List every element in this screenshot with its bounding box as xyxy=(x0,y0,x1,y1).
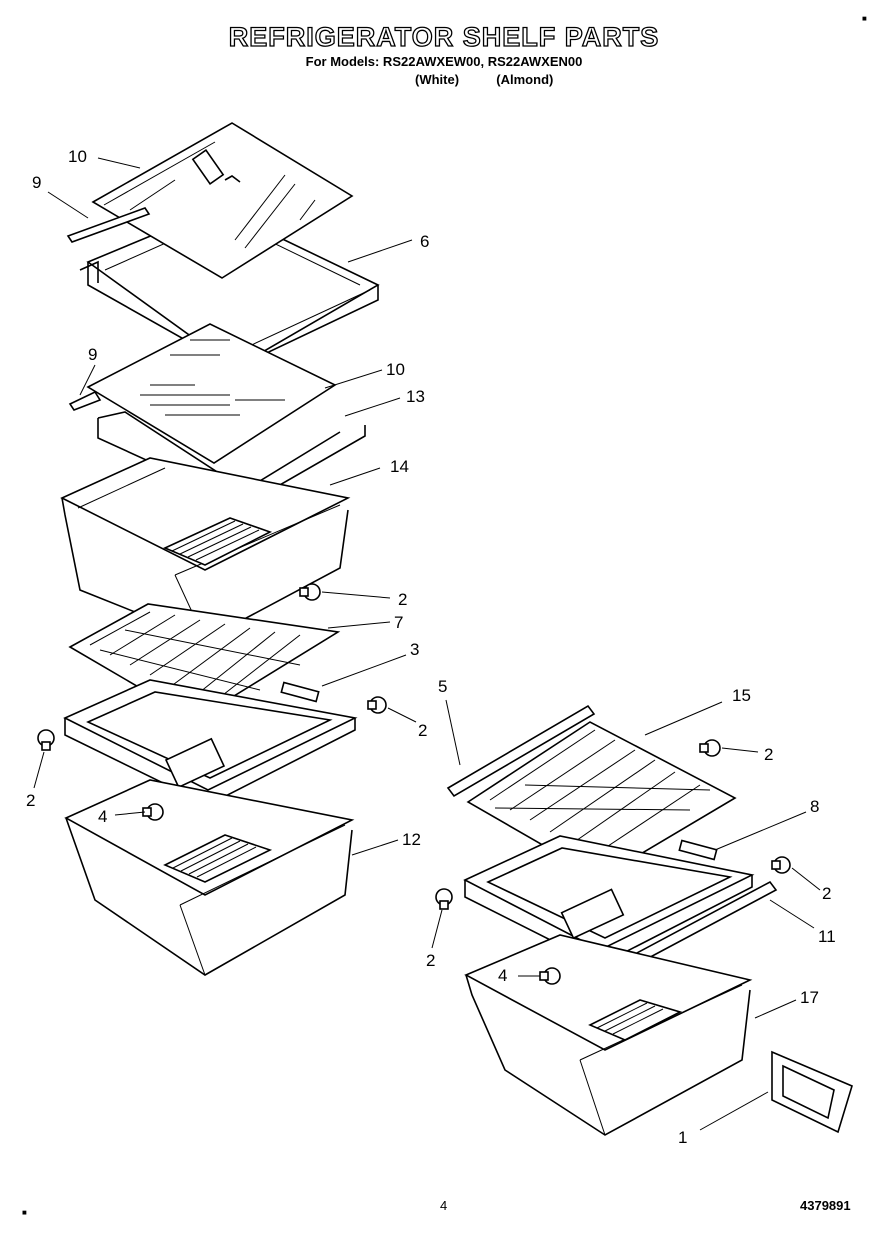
callout-13: 13 xyxy=(406,387,425,406)
drawer-grille-12 xyxy=(163,834,273,883)
crisper-drawer-part-14 xyxy=(60,457,351,641)
callout-11: 11 xyxy=(818,927,836,946)
color-white-label: (White) xyxy=(415,72,460,87)
callout-2-e: 2 xyxy=(822,884,831,903)
glass-shelf-part-15 xyxy=(466,721,737,879)
crisper-frame-part-3 xyxy=(63,679,358,806)
crisper-frame-part-8 xyxy=(463,835,755,966)
callout-2-d: 2 xyxy=(764,745,773,764)
callout-4-b: 4 xyxy=(498,966,507,985)
crisper-drawer-part-17 xyxy=(464,934,753,1136)
screw-part-4-b xyxy=(539,967,561,985)
callout-2-f: 2 xyxy=(426,951,435,970)
glass-shelf-part-10-middle xyxy=(86,323,337,464)
trim-strip-part-9-top xyxy=(66,207,151,243)
screw-part-2-b xyxy=(367,696,387,714)
callout-9-middle: 9 xyxy=(88,345,97,364)
screw-part-2-d xyxy=(699,739,721,757)
callout-4-a: 4 xyxy=(98,807,107,826)
trim-strip-part-5 xyxy=(446,704,596,798)
screw-part-2-c xyxy=(37,729,55,751)
glass-shelf-part-10-top xyxy=(91,122,354,279)
callout-10-top: 10 xyxy=(68,147,87,166)
registration-mark-bottom: ■ xyxy=(22,1208,27,1217)
trim-strip-part-9-middle xyxy=(68,390,102,411)
drawer-grille-14 xyxy=(163,517,273,566)
callout-7: 7 xyxy=(394,613,403,632)
models-line: For Models: RS22AWXEW00, RS22AWXEN00 xyxy=(305,54,583,69)
callout-12: 12 xyxy=(402,830,421,849)
callout-10-middle: 10 xyxy=(386,360,405,379)
page-number: 4 xyxy=(440,1198,448,1213)
color-almond-label: (Almond) xyxy=(496,72,554,87)
callout-6: 6 xyxy=(420,232,429,251)
crisper-drawer-part-12 xyxy=(64,779,355,976)
callout-2-c: 2 xyxy=(26,791,35,810)
callout-15: 15 xyxy=(732,686,751,705)
callout-9-top: 9 xyxy=(32,173,41,192)
screw-part-4-a xyxy=(142,803,164,821)
screw-part-2-f xyxy=(435,888,453,910)
callout-14: 14 xyxy=(390,457,409,476)
callout-1: 1 xyxy=(678,1128,687,1147)
label-holder-part-1 xyxy=(771,1050,853,1134)
color-variants: (White) (Almond) xyxy=(415,72,553,87)
drawer-grille-17 xyxy=(588,999,683,1041)
callout-5: 5 xyxy=(438,677,447,696)
callout-2-b: 2 xyxy=(418,721,427,740)
page-title: REFRIGERATOR SHELF PARTS xyxy=(228,21,660,52)
screw-part-2-e xyxy=(771,856,791,874)
document-number: 4379891 xyxy=(800,1198,851,1213)
leader-lines xyxy=(33,157,821,1131)
callout-labels: 10 9 6 9 10 13 14 2 7 3 2 2 4 12 5 15 2 … xyxy=(26,147,836,1147)
callout-8: 8 xyxy=(810,797,819,816)
callout-3: 3 xyxy=(410,640,419,659)
callout-17: 17 xyxy=(800,988,819,1007)
callout-2-a: 2 xyxy=(398,590,407,609)
screw-part-2-a xyxy=(299,583,321,601)
registration-mark-top: ■ xyxy=(862,14,867,23)
